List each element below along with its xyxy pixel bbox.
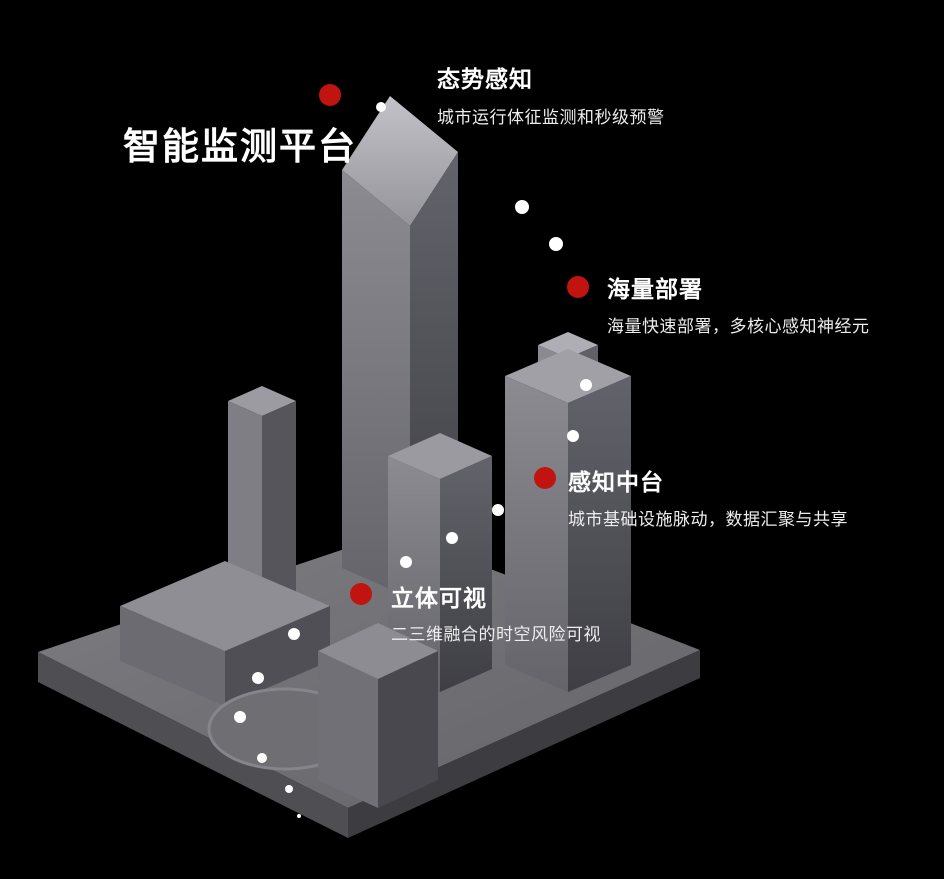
title-marker-dot — [319, 84, 341, 106]
feature-desc-mass-deployment: 海量快速部署，多核心感知神经元 — [607, 317, 870, 336]
building-front — [318, 623, 438, 808]
page-title: 智能监测平台 — [123, 126, 357, 167]
dotted-path — [234, 102, 592, 818]
tower-right — [505, 332, 631, 692]
building-slab-left — [120, 561, 330, 706]
feature-desc-perception-middle-platform: 城市基础设施脉动，数据汇聚与共享 — [568, 510, 848, 529]
feature-desc-situational-awareness: 城市运行体征监测和秒级预警 — [437, 108, 665, 127]
feature-label-mass-deployment: 海量部署 — [607, 276, 703, 302]
feature-marker-dot-perception-middle-platform — [534, 467, 556, 489]
feature-label-situational-awareness: 态势感知 — [437, 66, 533, 92]
feature-label-stereoscopic-visualization: 立体可视 — [391, 585, 487, 611]
feature-desc-stereoscopic-visualization: 二三维融合的时空风险可视 — [391, 625, 601, 644]
feature-marker-dot-mass-deployment — [567, 276, 589, 298]
building-center — [388, 433, 492, 692]
feature-marker-dot-stereoscopic-visualization — [350, 583, 372, 605]
feature-label-perception-middle-platform: 感知中台 — [568, 469, 664, 495]
